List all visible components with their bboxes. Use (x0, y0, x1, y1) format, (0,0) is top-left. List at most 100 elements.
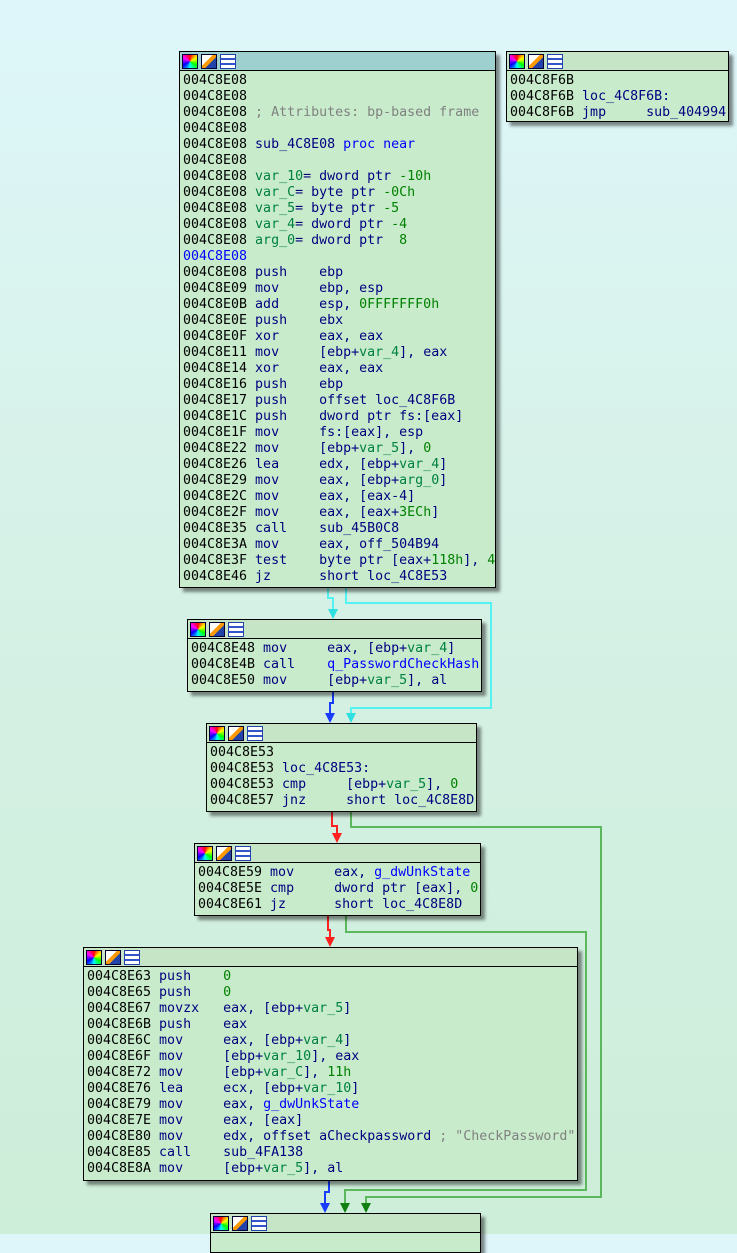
code-line[interactable]: 004C8E59 mov eax, g_dwUnkState (198, 865, 477, 881)
code-line[interactable]: 004C8E2C mov eax, [eax-4] (183, 489, 492, 505)
code-line[interactable]: 004C8E16 push ebp (183, 377, 492, 393)
code-line[interactable]: 004C8E26 lea edx, [ebp+var_4] (183, 457, 492, 473)
code-line[interactable]: 004C8E53 loc_4C8E53: (210, 761, 473, 777)
code-line[interactable]: 004C8E0B add esp, 0FFFFFFF0h (183, 297, 492, 313)
code-line[interactable]: 004C8E6C mov eax, [ebp+var_4] (87, 1033, 574, 1049)
code-line[interactable]: 004C8E08 var_C= byte ptr -0Ch (183, 185, 492, 201)
code-line[interactable]: 004C8E11 mov [ebp+var_4], eax (183, 345, 492, 361)
color-palette-icon[interactable] (182, 53, 198, 69)
code-block-loc_4C8E8D[interactable] (210, 1213, 481, 1253)
graph-group-icon[interactable] (220, 53, 236, 69)
graph-group-icon[interactable] (547, 53, 563, 69)
code-line[interactable]: 004C8E6F mov [ebp+var_10], eax (87, 1049, 574, 1065)
edge-blue-2 (324, 1180, 330, 1208)
code-line[interactable]: 004C8E5E cmp dword ptr [eax], 0 (198, 881, 478, 897)
graph-group-icon[interactable] (235, 845, 251, 861)
rename-pencil-icon[interactable] (105, 949, 121, 965)
code-line[interactable]: 004C8E3F test byte ptr [eax+118h], 4 (183, 553, 495, 569)
code-line[interactable]: 004C8E35 call sub_45B0C8 (183, 521, 492, 537)
code-line[interactable]: 004C8E8A mov [ebp+var_5], al (87, 1161, 574, 1177)
code-line[interactable]: 004C8E14 xor eax, eax (183, 361, 492, 377)
graph-group-icon[interactable] (228, 621, 244, 637)
code-line[interactable]: 004C8E57 jnz short loc_4C8E8D (210, 793, 474, 809)
code-line[interactable]: 004C8E08 var_4= dword ptr -4 (183, 217, 492, 233)
code-line[interactable]: 004C8F6B loc_4C8F6B: (510, 89, 725, 105)
block-header (507, 52, 728, 71)
code-line[interactable]: 004C8E3A mov eax, off_504B94 (183, 537, 492, 553)
code-line[interactable]: 004C8E08 (183, 121, 492, 137)
rename-pencil-icon[interactable] (209, 621, 225, 637)
code-line[interactable]: 004C8E72 mov [ebp+var_C], 11h (87, 1065, 574, 1081)
code-line[interactable]: 004C8E63 push 0 (87, 969, 574, 985)
code-line[interactable]: 004C8E2F mov eax, [eax+3ECh] (183, 505, 492, 521)
code-line[interactable]: 004C8E67 movzx eax, [ebp+var_5] (87, 1001, 574, 1017)
rename-pencil-icon[interactable] (216, 845, 232, 861)
code-line[interactable]: 004C8E08 sub_4C8E08 proc near (183, 137, 492, 153)
code-line[interactable]: 004C8E80 mov edx, offset aCheckpassword … (87, 1129, 575, 1145)
token-op: eax, eax (319, 361, 384, 376)
code-line[interactable]: 004C8E17 push offset loc_4C8F6B (183, 393, 492, 409)
code-line[interactable]: 004C8F6B (510, 73, 725, 89)
color-palette-icon[interactable] (190, 621, 206, 637)
code-line[interactable]: 004C8E53 (210, 745, 473, 761)
code-line[interactable]: 004C8E4B call q_PasswordCheckHash (191, 657, 479, 673)
code-line[interactable]: 004C8E48 mov eax, [ebp+var_4] (191, 641, 478, 657)
color-palette-icon[interactable] (209, 725, 225, 741)
token-op: byte ptr [eax+ (319, 553, 432, 568)
code-line[interactable]: 004C8E46 jz short loc_4C8E53 (183, 569, 492, 585)
code-line[interactable]: 004C8E22 mov [ebp+var_5], 0 (183, 441, 492, 457)
code-line[interactable]: 004C8E1C push dword ptr fs:[eax] (183, 409, 492, 425)
color-palette-icon[interactable] (197, 845, 213, 861)
rename-pencil-icon[interactable] (228, 725, 244, 741)
token-mn: jz (247, 569, 320, 584)
rename-pencil-icon[interactable] (528, 53, 544, 69)
color-palette-icon[interactable] (86, 949, 102, 965)
token-op: ] (343, 1001, 352, 1016)
code-line[interactable]: 004C8E29 mov eax, [ebp+arg_0] (183, 473, 492, 489)
code-block-block_4C8E48[interactable]: 004C8E48 mov eax, [ebp+var_4]004C8E4B ca… (187, 619, 482, 692)
token-op: loc_4C8E53: (274, 761, 371, 776)
graph-group-icon[interactable] (251, 1215, 267, 1231)
code-line[interactable]: 004C8E08 (183, 249, 492, 265)
code-line[interactable]: 004C8E61 jz short loc_4C8E8D (198, 897, 477, 913)
code-line[interactable]: 004C8E08 arg_0= dword ptr 8 (183, 233, 492, 249)
token-mn: mov (151, 1097, 224, 1112)
address: 004C8E35 (183, 521, 248, 536)
code-line[interactable]: 004C8E6B push eax (87, 1017, 574, 1033)
graph-group-icon[interactable] (124, 949, 140, 965)
code-line[interactable]: 004C8E76 lea ecx, [ebp+var_10] (87, 1081, 574, 1097)
rename-pencil-icon[interactable] (232, 1215, 248, 1231)
code-line[interactable]: 004C8E08 var_10= dword ptr -10h (183, 169, 492, 185)
code-line[interactable]: 004C8E08 (183, 89, 492, 105)
token-mn: xor (247, 329, 320, 344)
code-line[interactable]: 004C8E1F mov fs:[eax], esp (183, 425, 492, 441)
token-num: 3ECh (399, 505, 432, 520)
code-line[interactable]: 004C8E0E push ebx (183, 313, 492, 329)
token-op: ebx (319, 313, 344, 328)
arrow-head (320, 1203, 330, 1213)
code-line[interactable]: 004C8E53 cmp [ebp+var_5], 0 (210, 777, 473, 793)
code-line[interactable]: 004C8E85 call sub_4FA138 (87, 1145, 574, 1161)
code-line[interactable]: 004C8E08 var_5= byte ptr -5 (183, 201, 492, 217)
color-palette-icon[interactable] (213, 1215, 229, 1231)
code-line[interactable]: 004C8E79 mov eax, g_dwUnkState (87, 1097, 574, 1113)
code-line[interactable]: 004C8E09 mov ebp, esp (183, 281, 492, 297)
code-line[interactable]: 004C8E7E mov eax, [eax] (87, 1113, 574, 1129)
rename-pencil-icon[interactable] (201, 53, 217, 69)
code-line[interactable]: 004C8E50 mov [ebp+var_5], al (191, 673, 478, 689)
code-line[interactable]: 004C8E0F xor eax, eax (183, 329, 492, 345)
code-line[interactable]: 004C8E08 (183, 153, 492, 169)
graph-group-icon[interactable] (247, 725, 263, 741)
address: 004C8E1F (183, 425, 248, 440)
color-palette-icon[interactable] (509, 53, 525, 69)
code-line[interactable]: 004C8E08 push ebp (183, 265, 492, 281)
code-line[interactable]: 004C8E65 push 0 (87, 985, 574, 1001)
code-line[interactable]: 004C8E08 ; Attributes: bp-based frame (183, 105, 492, 121)
code-line[interactable]: 004C8F6B jmp sub_404994 (510, 105, 726, 121)
code-line[interactable]: 004C8E08 (183, 73, 492, 89)
